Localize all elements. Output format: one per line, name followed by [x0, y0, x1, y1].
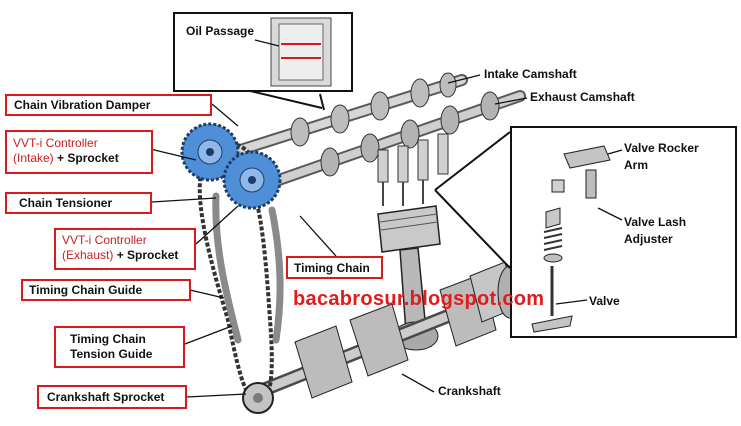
- chain-vibration-damper-text: Chain Vibration Damper: [14, 98, 151, 112]
- chain-tensioner-label: Chain Tensioner: [5, 192, 152, 214]
- vvti-intake-text-sprocket: + Sprocket: [57, 151, 119, 165]
- oil-passage-label: Oil Passage: [186, 24, 255, 38]
- vvti-exhaust-text-sprocket: + Sprocket: [116, 248, 179, 262]
- oil-passage-inset: Oil Passage: [173, 12, 353, 92]
- valve-train: [377, 133, 449, 206]
- timing-chain-guide-text: Timing Chain Guide: [29, 283, 143, 297]
- tension-guide-text-line2: Tension Guide: [70, 347, 153, 361]
- crankshaft-shape: [251, 261, 523, 399]
- valve-detail-art: [531, 145, 623, 333]
- vvti-exhaust-sprocket: [222, 150, 282, 210]
- intake-camshaft: [209, 72, 468, 164]
- watermark-text: bacabrosur.blogspot.com: [293, 288, 545, 310]
- vvti-exhaust-text-line1: VVT-i Controller: [62, 233, 147, 247]
- valve-rocker-arm-label-line1: Valve Rocker: [624, 141, 699, 155]
- valve-detail-inset: Valve Rocker Arm Valve Lash Adjuster Val…: [510, 126, 737, 338]
- vvti-exhaust-label: VVT-i Controller (Exhaust) + Sprocket: [54, 228, 196, 270]
- timing-chain-text: Timing Chain: [294, 261, 370, 275]
- exhaust-camshaft-label: Exhaust Camshaft: [530, 90, 635, 104]
- crankshaft-label: Crankshaft: [438, 384, 501, 398]
- valve-label: Valve: [589, 294, 620, 308]
- vvti-intake-sprocket: [180, 122, 240, 182]
- valve-lash-adjuster-label-line2: Adjuster: [624, 232, 673, 246]
- vvti-exhaust-text-qualifier: (Exhaust): [62, 248, 114, 262]
- tension-guide-text-line1: Timing Chain: [70, 332, 146, 346]
- chain-tensioner-text: Chain Tensioner: [19, 196, 113, 210]
- valve-rocker-arm-label-line2: Arm: [624, 158, 649, 172]
- vvti-intake-label: VVT-i Controller (Intake) + Sprocket: [5, 130, 153, 174]
- chain-vibration-damper-label: Chain Vibration Damper: [5, 94, 212, 116]
- timing-chain-label: Timing Chain: [286, 256, 383, 279]
- vvti-intake-text-line1: VVT-i Controller: [13, 136, 98, 150]
- oil-passage-detail: [254, 17, 332, 87]
- vvti-intake-text-qualifier: (Intake): [13, 151, 54, 165]
- valve-lash-adjuster-label-line1: Valve Lash: [624, 215, 687, 229]
- crankshaft-sprocket-text: Crankshaft Sprocket: [47, 390, 165, 404]
- timing-chain-guide-label: Timing Chain Guide: [21, 279, 191, 301]
- intake-camshaft-label: Intake Camshaft: [484, 67, 577, 81]
- timing-chain-tension-guide-label: Timing Chain Tension Guide: [54, 326, 185, 368]
- exhaust-camshaft: [244, 90, 526, 196]
- crankshaft-sprocket-label: Crankshaft Sprocket: [37, 385, 187, 409]
